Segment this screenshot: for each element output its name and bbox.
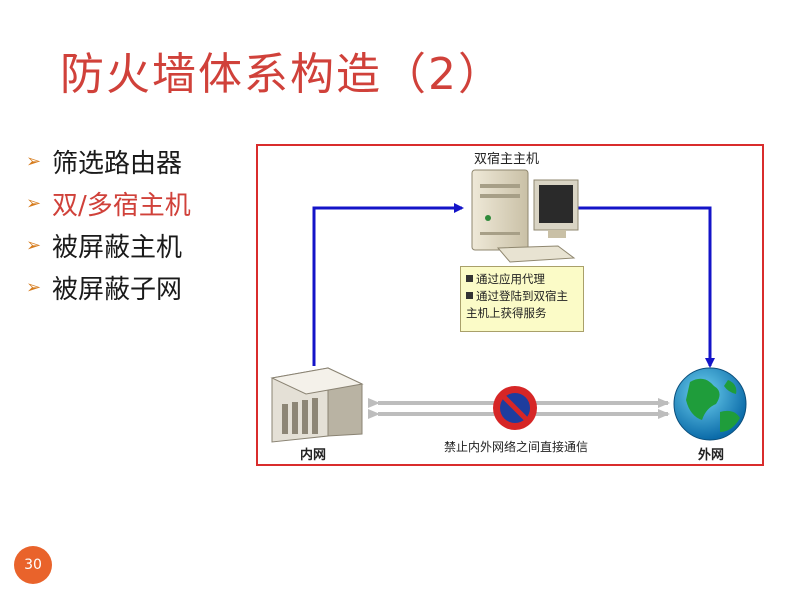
host-label: 双宿主主机 [474,152,540,167]
diagram-graphics [270,169,747,443]
bullet-square-icon [466,275,473,282]
flow-arrow-out [576,206,715,368]
bullet-item: ➢ 筛选路由器 [26,140,191,182]
bullet-item: ➢ 被屏蔽子网 [26,266,191,308]
inner-network-label: 内网 [300,448,327,463]
flow-arrow-in [312,203,464,366]
arrow-right-icon: ➢ [26,276,42,298]
bullet-label: 被屏蔽主机 [52,232,183,263]
bullet-square-icon [466,292,473,299]
arrow-right-icon: ➢ [26,192,42,214]
bullet-list: ➢ 筛选路由器 ➢ 双/多宿主机 ➢ 被屏蔽主机 ➢ 被屏蔽子网 [26,140,191,308]
bullet-item: ➢ 被屏蔽主机 [26,224,191,266]
note-box: 通过应用代理 通过登陆到双宿主 主机上获得服务 [460,266,584,332]
globe-icon [673,367,747,441]
arrow-right-icon: ➢ [26,234,42,256]
network-diagram: 双宿主主机 通过应用代理 通过登陆到双宿主 主机上获得服务 禁止内外网络之间直接… [256,144,764,466]
forbidden-icon [493,386,537,430]
note-item: 通过应用代理 [466,271,578,288]
arrow-right-icon: ➢ [26,150,42,172]
note-item: 主机上获得服务 [466,306,547,320]
outer-network-label: 外网 [698,448,725,463]
bullet-label: 被屏蔽子网 [52,274,183,305]
forbid-label: 禁止内外网络之间直接通信 [444,440,589,454]
bullet-label: 双/多宿主机 [52,190,191,221]
slide-title: 防火墙体系构造（2） [60,49,504,100]
server-icon [471,169,579,263]
building-icon [270,367,364,443]
page-number-badge: 30 [14,546,52,584]
bullet-item-active: ➢ 双/多宿主机 [26,182,191,224]
note-item: 通过登陆到双宿主 [466,288,578,305]
bullet-label: 筛选路由器 [52,148,183,179]
